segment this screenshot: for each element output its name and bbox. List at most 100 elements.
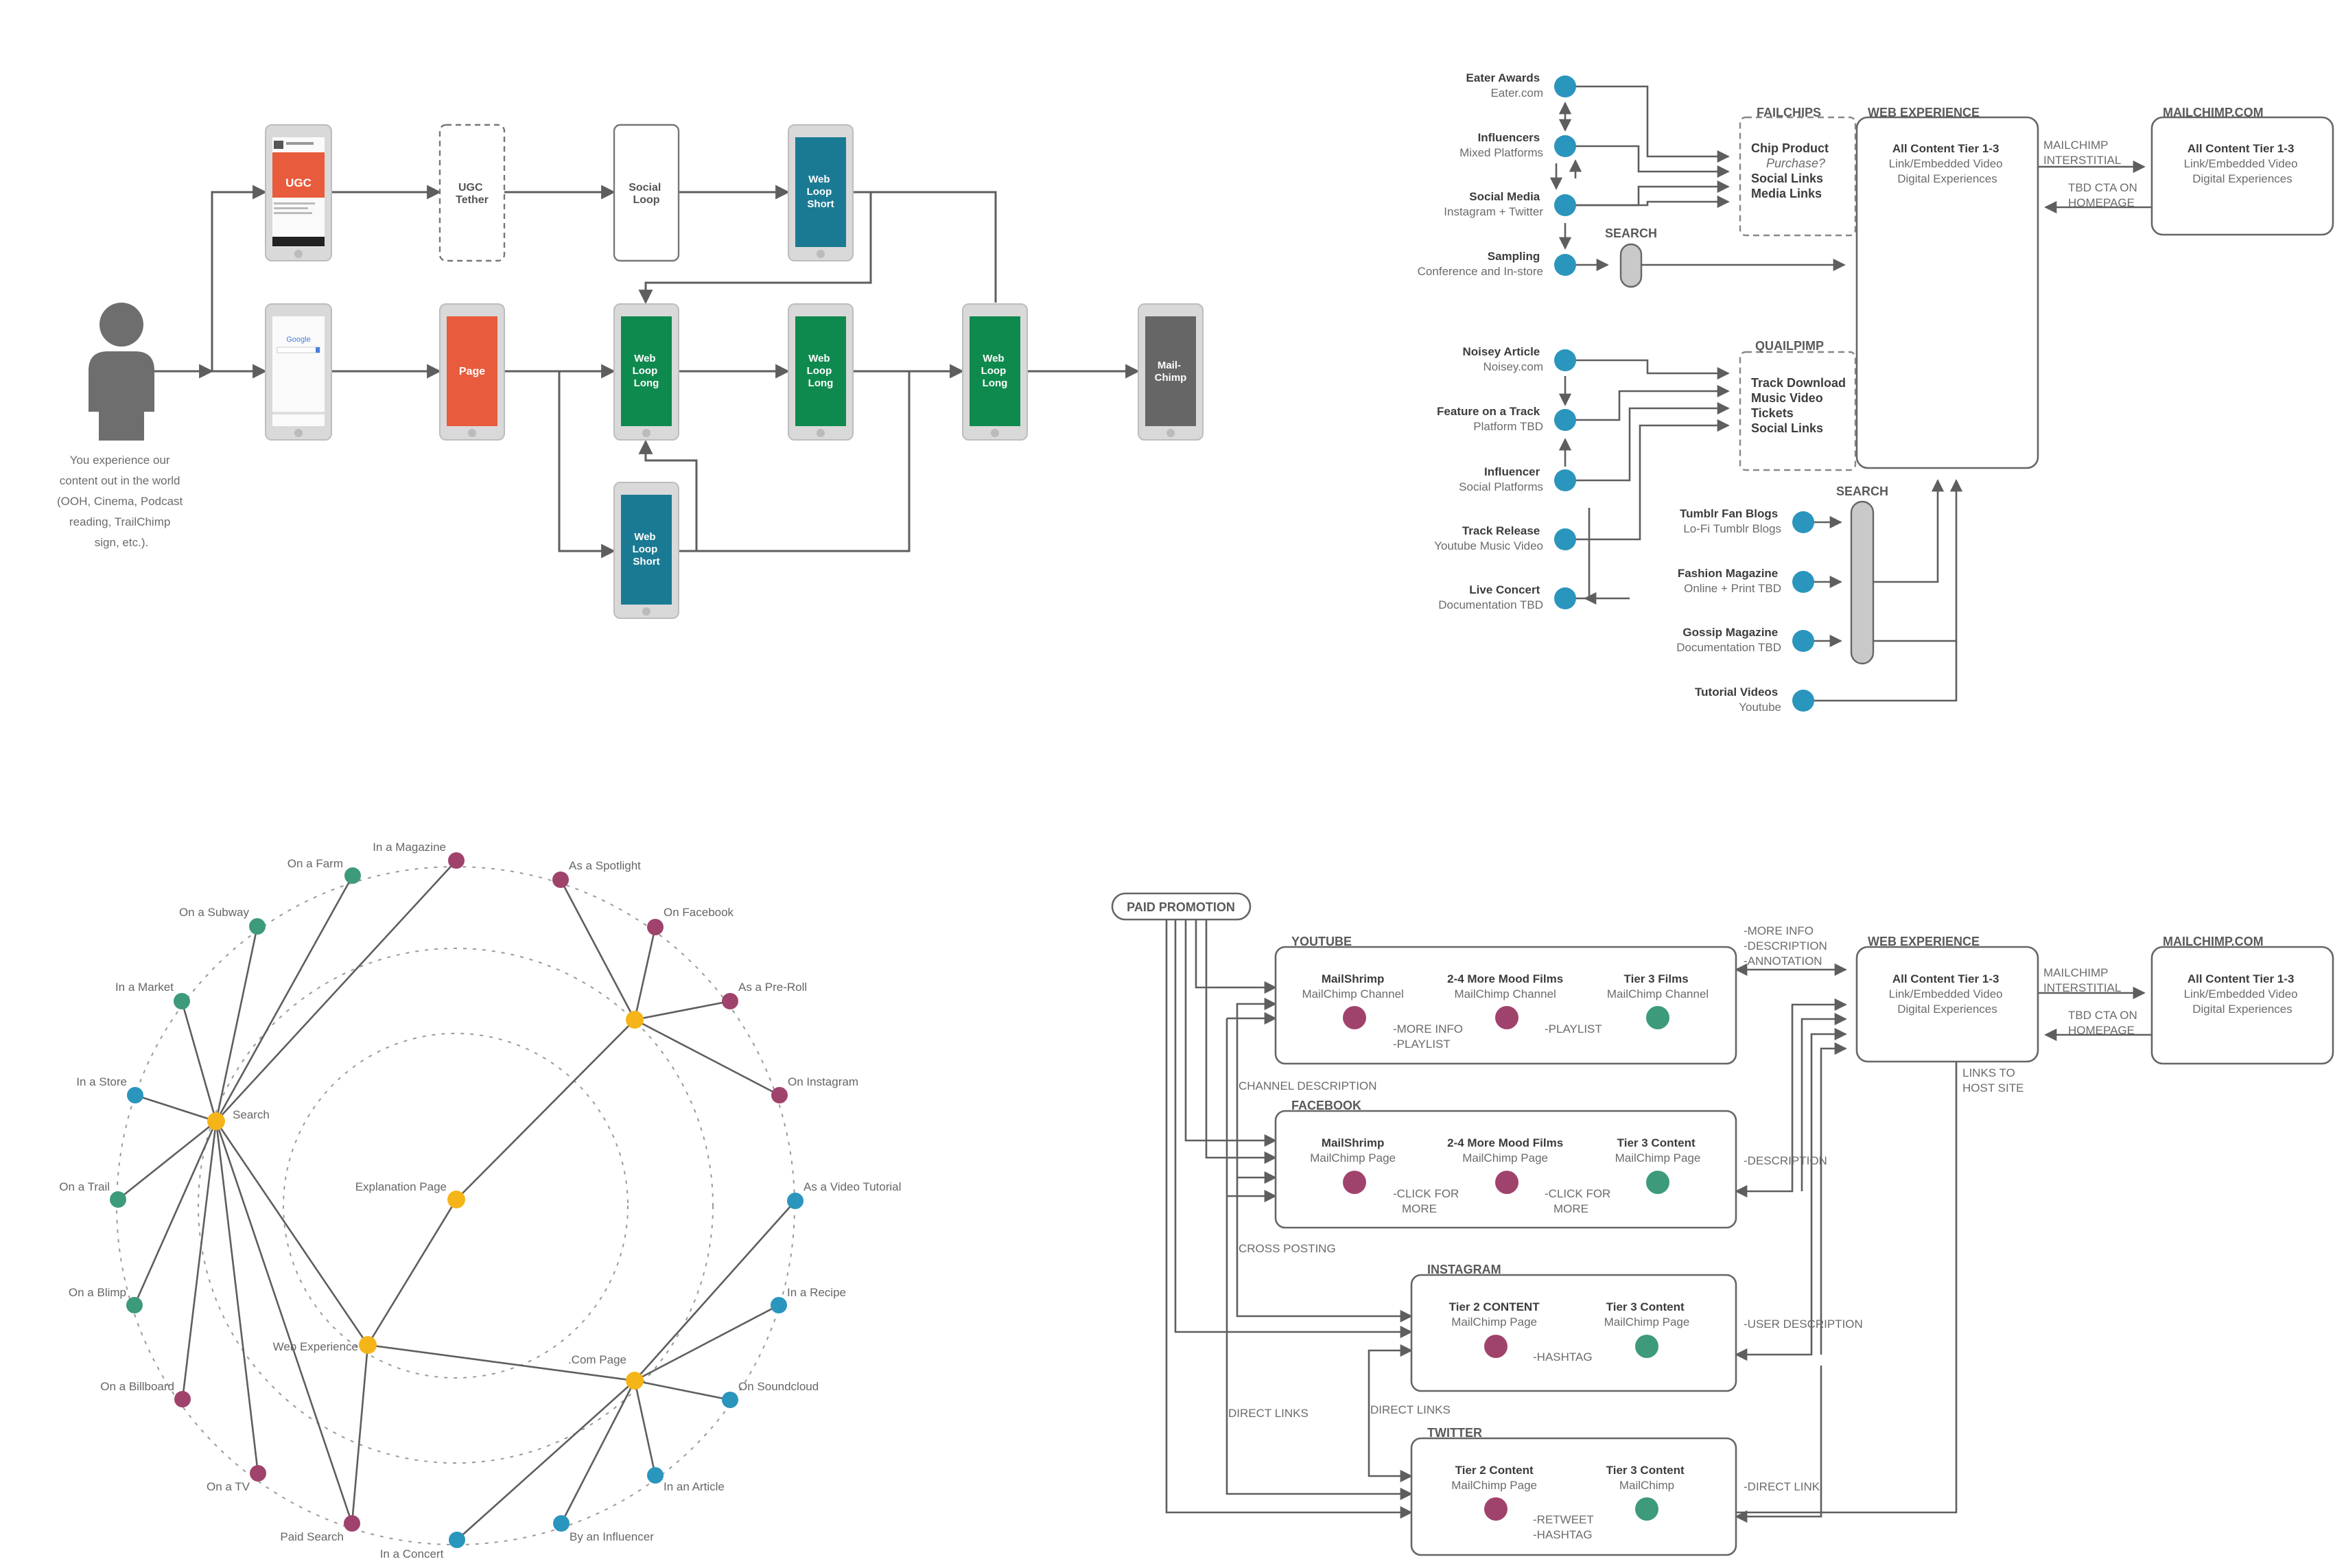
radial-nodes: In a Magazine On a Farm On a Subway In a Ma… <box>59 841 901 1560</box>
svg-text:WEB EXPERIENCE: WEB EXPERIENCE <box>1868 935 1980 948</box>
radial-diagram: In a Magazine On a Farm On a Subway In a Ma… <box>59 841 901 1560</box>
source-tutorial-videos: Tutorial Videos Youtube <box>1695 686 1781 714</box>
svg-text:WEB EXPERIENCE: WEB EXPERIENCE <box>1868 106 1980 119</box>
radial-edge <box>215 860 457 1122</box>
radial-hub-dot <box>626 1372 644 1390</box>
facebook-right-label: -DESCRIPTION <box>1744 1154 1827 1167</box>
radial-edge <box>134 1094 217 1123</box>
radial-node-dot <box>126 1297 143 1313</box>
phone-web-loop-short-top[interactable]: Web Loop Short <box>788 124 854 261</box>
interstitial-label-bottom: MAILCHIMP INTERSTITIAL <box>2043 966 2121 994</box>
source-live-concert: Live Concert Documentation TBD <box>1438 583 1543 611</box>
phone-web-loop-short-bottom[interactable]: Web Loop Short <box>613 482 679 619</box>
radial-edge <box>559 879 636 1020</box>
source-social-media: Social Media Instagram + Twitter <box>1444 190 1543 218</box>
phone-google[interactable]: Google <box>265 303 332 441</box>
svg-text:QUAILPIMP: QUAILPIMP <box>1755 339 1824 353</box>
radial-node-dot <box>250 1465 266 1482</box>
google-logo: Google <box>286 336 310 344</box>
radial-node-label: In a Recipe <box>787 1286 846 1299</box>
phone-ugc-tether[interactable]: UGC Tether <box>438 124 506 262</box>
source-fashion-magazine: Fashion Magazine Online + Print TBD <box>1678 567 1781 595</box>
failchips-box: FAILCHIPS Chip Product Purchase? Social … <box>1739 106 1857 237</box>
phone-web-loop-long-3[interactable]: Web Loop Long <box>962 303 1028 441</box>
radial-hub-dot <box>207 1112 225 1130</box>
source-gossip-magazine: Gossip Magazine Documentation TBD <box>1676 626 1781 654</box>
radial-node-label: In a Market <box>115 981 174 994</box>
facebook-box: FACEBOOK MailShrimp MailChimp Page 2-4 M… <box>1274 1099 1737 1229</box>
paid-promotion-pill: PAID PROMOTION <box>1111 892 1252 921</box>
radial-edge <box>181 1121 218 1400</box>
radial-edge <box>634 1000 731 1021</box>
radial-edge <box>215 875 354 1122</box>
radial-edge <box>180 1001 218 1122</box>
svg-text:Tier 2 CONTENT MailChi: Tier 2 CONTENT MailChimp Page Tier 3 Con… <box>1449 1300 1690 1329</box>
radial-node-dot <box>174 1391 191 1407</box>
svg-text:INSTAGRAM: INSTAGRAM <box>1427 1263 1501 1276</box>
svg-text:Chip Product Purchase?: Chip Product Purchase? Social Links Medi… <box>1751 141 1832 200</box>
radial-hub-label: Search <box>233 1108 270 1121</box>
mailchimp-com-box-top: MAILCHIMP.COM All Content Tier 1-3 Link/… <box>2150 106 2334 236</box>
radial-node-label: In an Article <box>664 1480 725 1493</box>
radial-node-dot <box>174 993 190 1009</box>
search-pill-large: SEARCH <box>1836 484 1888 665</box>
source-tumblr: Tumblr Fan Blogs Lo-Fi Tumblr Blogs <box>1680 507 1781 535</box>
source-track-release: Track Release Youtube Music Video <box>1434 524 1543 552</box>
source-dots <box>1554 75 1814 712</box>
phone-web-loop-long-1[interactable]: Web Loop Long <box>613 303 679 441</box>
radial-node-label: By an Influencer <box>570 1530 654 1543</box>
radial-node-label: In a Concert <box>380 1547 444 1560</box>
radial-edge <box>634 1304 779 1382</box>
radial-node-dot <box>344 867 361 884</box>
radial-node-dot <box>787 1193 803 1209</box>
svg-text:SEARCH: SEARCH <box>1836 484 1888 498</box>
radial-edge <box>366 1199 458 1346</box>
sources-diagram: Eater Awards Eater.com Influencers Mixed… <box>1418 71 2334 714</box>
radial-hub-dot <box>626 1011 644 1029</box>
radial-node-dot <box>110 1191 126 1208</box>
web-experience-box-top: WEB EXPERIENCE All Content Tier 1-3 Link… <box>1855 106 2039 469</box>
radial-node-dot <box>449 1532 465 1548</box>
phone-web-loop-long-2[interactable]: Web Loop Long <box>788 303 854 441</box>
source-labels: Eater Awards Eater.com Influencers Mixed… <box>1418 71 1781 714</box>
radial-hub-label: .Com Page <box>568 1353 626 1366</box>
radial-node-label: On a TV <box>207 1480 250 1493</box>
phone-social-loop[interactable]: Social Loop <box>613 124 680 262</box>
source-feature-on-track: Feature on a Track Platform TBD <box>1437 405 1543 433</box>
svg-text:MailShrimp MailChimp P: MailShrimp MailChimp Page 2-4 More Mood … <box>1310 1136 1700 1165</box>
svg-text:-MORE INFO -PLAYLIST: -MORE INFO -PLAYLIST -PLAYLIST <box>1393 1022 1602 1051</box>
interstitial-label-top: MAILCHIMP INTERSTITIAL <box>2043 139 2121 167</box>
svg-text:All Content Tier 1-3 L: All Content Tier 1-3 Link/Embedded Video… <box>2184 142 2301 185</box>
svg-text:-HASHTAG: -HASHTAG <box>1533 1350 1593 1364</box>
radial-node-dot <box>722 1392 738 1408</box>
svg-text:YOUTUBE: YOUTUBE <box>1291 935 1352 948</box>
svg-text:TWITTER: TWITTER <box>1427 1426 1482 1440</box>
radial-node-dot <box>722 993 738 1009</box>
source-influencer: Influencer Social Platforms <box>1459 465 1543 493</box>
radial-node-dot <box>249 918 266 935</box>
source-noisey-article: Noisey Article Noisey.com <box>1463 345 1543 373</box>
radial-node-dot <box>552 871 569 888</box>
phone-ugc[interactable]: UGC <box>265 124 332 261</box>
homepage-label-top: TBD CTA ON HOMEPAGE <box>2068 181 2140 209</box>
search-pill-small: SEARCH <box>1605 226 1657 288</box>
radial-edge <box>634 1379 731 1401</box>
radial-node-label: On a Farm <box>288 857 343 870</box>
paid-promotion-diagram: PAID PROMOTION YOUTUBE MailShrimp MailCh… <box>1111 892 2334 1556</box>
web-experience-box-bottom: WEB EXPERIENCE All Content Tier 1-3 Link… <box>1855 935 2039 1063</box>
radial-node-label: On Instagram <box>788 1075 858 1088</box>
youtube-right-labels: -MORE INFO -DESCRIPTION -ANNOTATION <box>1744 924 1831 968</box>
radial-connectors <box>117 860 796 1541</box>
radial-node-dot <box>553 1515 570 1532</box>
radial-node-dot <box>127 1087 143 1103</box>
phone-mailchimp[interactable]: Mail- Chimp <box>1138 303 1204 441</box>
radial-node-label: In a Magazine <box>373 841 446 854</box>
phone-page[interactable]: Page <box>439 303 505 441</box>
direct-links-label-1: DIRECT LINKS <box>1228 1407 1309 1420</box>
direct-links-label-2: DIRECT LINKS <box>1370 1403 1451 1416</box>
source-sampling: Sampling Conference and In-store <box>1418 250 1543 278</box>
instagram-right-label: -USER DESCRIPTION <box>1744 1318 1863 1331</box>
radial-node-label: On a Subway <box>179 906 250 919</box>
radial-node-dot <box>771 1087 788 1103</box>
